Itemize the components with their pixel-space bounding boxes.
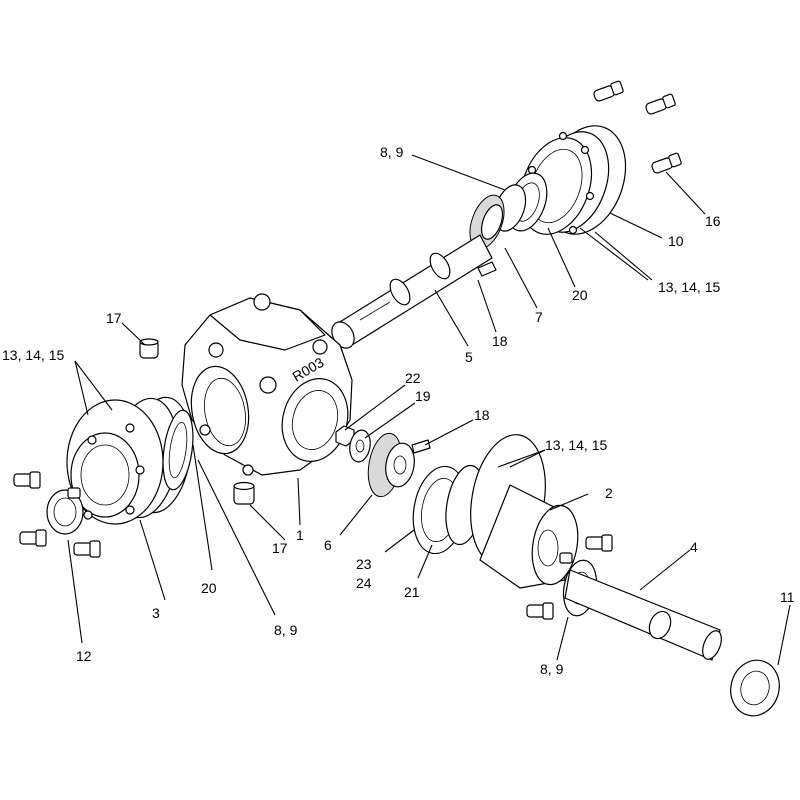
callout-21: 21 — [404, 584, 420, 600]
callout-2: 2 — [605, 485, 613, 501]
gearbox-housing: R003 — [181, 293, 353, 476]
callout-12: 12 — [76, 648, 92, 664]
top-flange-cap — [519, 125, 627, 235]
callout-20-top: 20 — [572, 287, 588, 303]
top-key — [477, 261, 497, 277]
callout-6: 6 — [324, 537, 332, 553]
callout-8-9-top: 8, 9 — [380, 144, 404, 160]
bolt-top-2 — [645, 93, 676, 115]
callout-11: 11 — [780, 589, 795, 605]
top-shaft — [331, 234, 493, 349]
callout-4: 4 — [690, 539, 698, 555]
callout-17-bottom: 17 — [272, 540, 288, 556]
callout-3: 3 — [152, 605, 160, 621]
callout-18-mid: 18 — [474, 407, 490, 423]
callout-24: 24 — [356, 575, 372, 591]
callout-18-top: 18 — [492, 333, 508, 349]
callout-13-14-15-top: 13, 14, 15 — [658, 279, 720, 295]
callout-17-top: 17 — [106, 310, 122, 326]
bolt-mid-1 — [585, 534, 613, 552]
callout-8-9-left: 8, 9 — [274, 622, 298, 638]
bolt-mid-3 — [559, 552, 573, 564]
callout-7: 7 — [535, 309, 543, 325]
left-seal — [46, 489, 84, 535]
callout-20-bottom: 20 — [201, 580, 217, 596]
callout-19: 19 — [415, 388, 431, 404]
callout-22: 22 — [405, 370, 421, 386]
plug-bottom — [233, 481, 255, 505]
callout-1: 1 — [296, 527, 304, 543]
left-bearing — [162, 409, 194, 491]
callout-13-14-15-mid: 13, 14, 15 — [545, 437, 607, 453]
right-seal — [730, 659, 780, 717]
small-bevel-gear — [367, 432, 415, 498]
bolt-top-1 — [593, 80, 624, 102]
bolt-left-2 — [19, 529, 47, 547]
leader-lines — [67, 154, 791, 666]
right-shaft — [564, 569, 722, 661]
bolt-left-3 — [73, 540, 101, 558]
left-flange-cap — [66, 396, 192, 525]
bolt-left-1 — [13, 471, 41, 489]
bolt-top-3 — [651, 152, 682, 174]
callout-10: 10 — [668, 233, 684, 249]
mid-key — [411, 439, 431, 454]
callout-8-9-bottom: 8, 9 — [540, 661, 564, 677]
plug-top — [139, 338, 159, 359]
callout-13-14-15-left: 13, 14, 15 — [2, 347, 64, 363]
callout-5: 5 — [465, 349, 473, 365]
callout-16: 16 — [705, 213, 721, 229]
bolt-mid-2 — [526, 602, 554, 620]
bolt-left-4 — [67, 487, 81, 499]
side-housing — [470, 434, 579, 589]
callout-23: 23 — [356, 556, 372, 572]
